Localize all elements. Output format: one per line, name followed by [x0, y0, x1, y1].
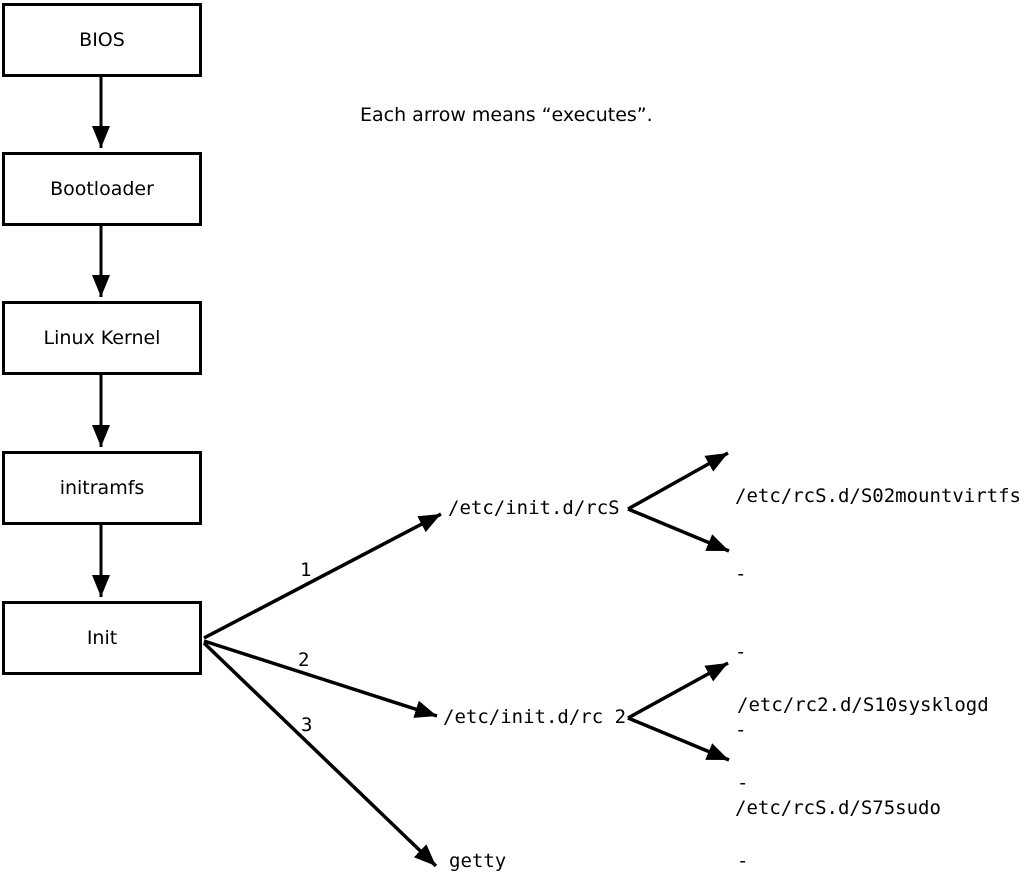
note-arrow-meaning: Each arrow means “executes”. — [360, 104, 653, 126]
rc2-script-item: - — [737, 772, 749, 794]
rcS-script-item: - — [735, 719, 747, 741]
branch-3-number: 3 — [301, 714, 313, 736]
branch-target-rc2: /etc/init.d/rc 2 — [443, 706, 627, 728]
branch-2-number: 2 — [298, 649, 310, 671]
box-bootloader: Bootloader — [2, 152, 202, 226]
rcS-script-item: /etc/rcS.d/S75sudo — [735, 797, 941, 819]
box-bootloader-label: Bootloader — [50, 178, 154, 200]
arrow-rc2-to-s99gdm — [627, 716, 730, 762]
rcS-script-item: /etc/rcS.d/S02mountvirtfs — [735, 485, 1021, 507]
rc2-script-item: /etc/rc2.d/S10sysklogd — [737, 694, 989, 716]
box-init: Init — [2, 601, 202, 675]
arrow-rc2-to-s10sysklogd — [627, 661, 729, 720]
box-initramfs-label: initramfs — [59, 477, 145, 499]
branch-target-rcS: /etc/init.d/rcS — [448, 497, 620, 519]
arrow-rcS-to-s02mountvirtfs — [627, 451, 729, 511]
arrow-init-to-getty — [202, 641, 438, 868]
box-initramfs: initramfs — [2, 451, 202, 525]
rcS-script-list: /etc/rcS.d/S02mountvirtfs - - - /etc/rcS… — [735, 431, 1021, 873]
box-init-label: Init — [86, 627, 118, 649]
branch-target-getty: getty — [449, 850, 507, 872]
arrow-init-to-rc2 — [203, 639, 438, 718]
rcS-script-item: - — [735, 563, 747, 585]
box-bios: BIOS — [2, 3, 202, 77]
box-bios-label: BIOS — [79, 29, 125, 51]
branch-1-number: 1 — [300, 559, 312, 581]
box-linux-kernel-label: Linux Kernel — [43, 327, 161, 349]
rc2-script-item: - — [737, 850, 749, 872]
box-linux-kernel: Linux Kernel — [2, 301, 202, 375]
arrow-init-to-rcS — [203, 512, 442, 640]
rc2-script-list: /etc/rc2.d/S10sysklogd - - - /etc/rc2.d/… — [737, 640, 989, 875]
arrow-rcS-to-s75sudo — [627, 507, 730, 553]
rcS-script-item: - — [735, 641, 747, 663]
